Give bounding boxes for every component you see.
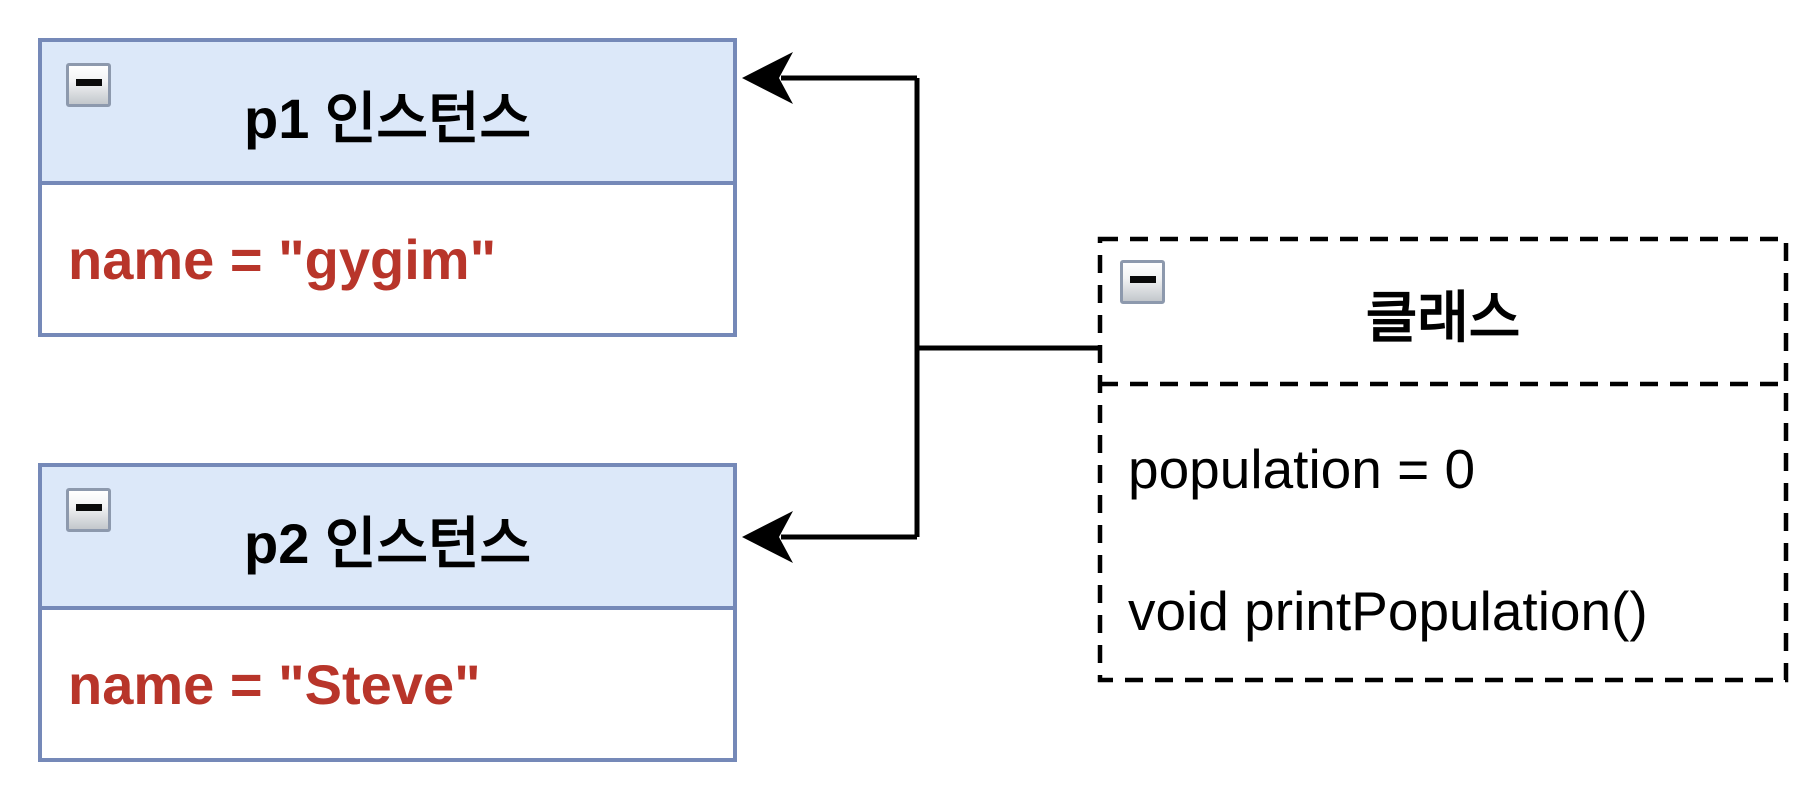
collapse-button[interactable]	[66, 488, 111, 532]
class-method: void printPopulation()	[1128, 580, 1648, 642]
minus-icon	[75, 503, 102, 511]
minus-icon	[1129, 275, 1156, 283]
p1-title: p1 인스턴스	[244, 87, 531, 150]
collapse-button[interactable]	[66, 63, 111, 107]
p1-attribute: name = "gygim"	[68, 227, 497, 291]
p1-instance-box[interactable]: p1 인스턴스 name = "gygim"	[38, 38, 737, 337]
class-field: population = 0	[1128, 438, 1476, 500]
arrowhead-p2-icon	[742, 511, 793, 563]
p2-instance-box[interactable]: p2 인스턴스 name = "Steve"	[38, 463, 737, 762]
class-header: 클래스	[1098, 237, 1788, 384]
arrowhead-p1-icon	[742, 52, 793, 104]
p2-body: name = "Steve"	[42, 610, 733, 758]
class-box-border	[1097, 236, 1789, 683]
p2-attribute: name = "Steve"	[68, 652, 481, 716]
minus-icon	[75, 78, 102, 86]
p1-header: p1 인스턴스	[42, 42, 733, 185]
p1-body: name = "gygim"	[42, 185, 733, 333]
p2-title: p2 인스턴스	[244, 512, 531, 575]
class-box[interactable]: 클래스 population = 0 void printPopulation(…	[1098, 237, 1788, 682]
collapse-button[interactable]	[1120, 260, 1165, 304]
p2-header: p2 인스턴스	[42, 467, 733, 610]
class-title: 클래스	[1365, 286, 1521, 349]
